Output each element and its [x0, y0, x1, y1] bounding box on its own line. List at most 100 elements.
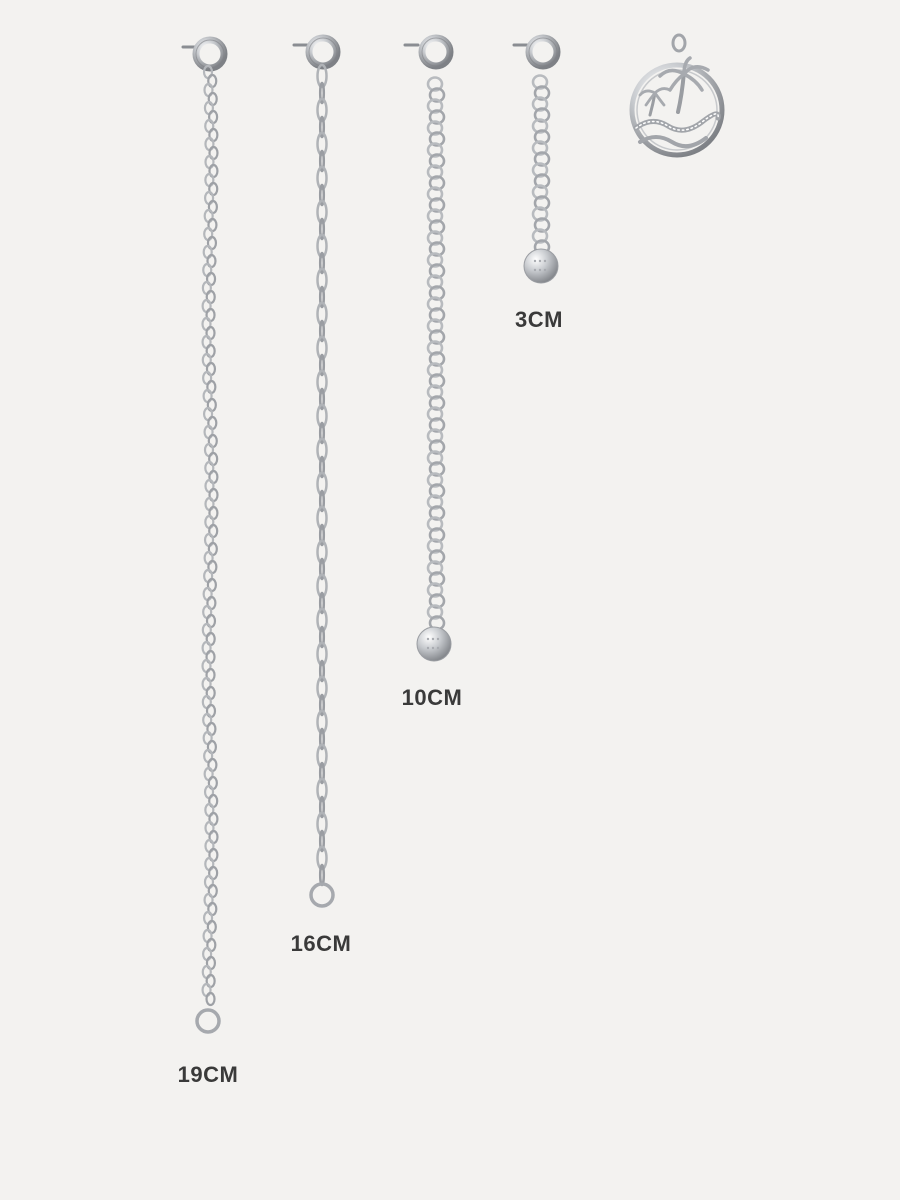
chain-link: [428, 329, 446, 345]
chain-link: [426, 76, 444, 92]
chain-link: [318, 115, 326, 139]
chain-link: [316, 437, 328, 463]
length-label-19cm: 19CM: [177, 1062, 239, 1087]
chain-link: [316, 505, 328, 531]
chain-link: [428, 285, 446, 301]
chain-link: [426, 164, 444, 180]
chain-link: [426, 384, 444, 400]
chain-link: [428, 593, 446, 609]
chain-link: [533, 85, 551, 101]
chain-link: [531, 206, 549, 222]
chain-link: [533, 173, 551, 189]
chain-link: [426, 318, 444, 334]
chain-link: [531, 118, 549, 134]
rope-chain: [201, 64, 219, 1007]
chain-link: [531, 162, 549, 178]
chain-link: [426, 604, 444, 620]
chain-link: [318, 81, 326, 105]
chain-link: [316, 199, 328, 225]
chain-link: [318, 353, 326, 377]
chain-link: [426, 98, 444, 114]
spring-ring-clasp-icon: [403, 34, 454, 70]
chain-link: [428, 483, 446, 499]
chain-link: [428, 131, 446, 147]
chain-link: [426, 340, 444, 356]
chain-link: [316, 267, 328, 293]
length-label-3cm: 3CM: [515, 307, 563, 332]
chain-link: [316, 335, 328, 361]
spring-ring-clasp-icon: [181, 36, 228, 72]
chain-link: [316, 131, 328, 157]
chain-link: [316, 777, 328, 803]
chain-link: [318, 489, 326, 513]
rolo-chain: [531, 74, 551, 255]
chain-link: [316, 97, 328, 123]
extender-16cm: [292, 34, 341, 908]
chain-link: [205, 991, 216, 1007]
chain-link: [316, 301, 328, 327]
chain-link: [316, 369, 328, 395]
chain-link: [316, 845, 328, 871]
brand-tag-icon: [416, 626, 452, 662]
chain-link: [531, 96, 549, 112]
chain-link: [426, 230, 444, 246]
chain-link: [318, 761, 326, 785]
chain-link: [426, 362, 444, 378]
chain-link: [318, 591, 326, 615]
chain-link: [318, 693, 326, 717]
chain-link: [531, 184, 549, 200]
chain-link: [318, 727, 326, 751]
chain-link: [316, 573, 328, 599]
chain-link: [318, 217, 326, 241]
spring-ring-clasp-icon: [512, 34, 561, 70]
chain-link: [318, 251, 326, 275]
chain-link: [316, 743, 328, 769]
chain-link: [316, 641, 328, 667]
chain-link: [428, 373, 446, 389]
brand-tag-icon: [523, 248, 559, 284]
chain-link: [533, 151, 551, 167]
chain-link: [426, 582, 444, 598]
chain-link: [428, 571, 446, 587]
chain-link: [531, 74, 549, 90]
chain-link: [318, 285, 326, 309]
chain-link: [428, 351, 446, 367]
chain-link: [426, 494, 444, 510]
chain-link: [428, 527, 446, 543]
chain-link: [426, 428, 444, 444]
chain-link: [428, 439, 446, 455]
length-label-10cm: 10CM: [401, 685, 463, 710]
spring-ring-clasp-icon: [292, 34, 341, 70]
chain-link: [426, 406, 444, 422]
extender-10cm: [403, 34, 454, 662]
chain-link: [428, 263, 446, 279]
chain-link: [318, 319, 326, 343]
chain-link: [316, 607, 328, 633]
palm-tree-wave-pendant-icon: [629, 33, 725, 158]
chain-link: [426, 274, 444, 290]
chain-link: [426, 450, 444, 466]
chain-link: [533, 129, 551, 145]
chain-link: [316, 165, 328, 191]
chain-link: [428, 241, 446, 257]
chain-link: [318, 625, 326, 649]
extender-19cm: [181, 36, 228, 1034]
chain-link: [428, 87, 446, 103]
end-jump-ring-icon: [195, 1008, 221, 1034]
chain-link: [533, 195, 551, 211]
chain-link: [428, 219, 446, 235]
extender-3cm: [512, 34, 561, 284]
chain-link: [428, 197, 446, 213]
chain-link: [316, 675, 328, 701]
chain-link: [426, 120, 444, 136]
chain-link: [428, 505, 446, 521]
chain-link: [318, 183, 326, 207]
chain-link: [318, 659, 326, 683]
chain-link: [428, 549, 446, 565]
chain-link: [428, 307, 446, 323]
chain-link: [428, 417, 446, 433]
chain-link: [533, 217, 551, 233]
chain-link: [426, 516, 444, 532]
chain-link: [316, 403, 328, 429]
